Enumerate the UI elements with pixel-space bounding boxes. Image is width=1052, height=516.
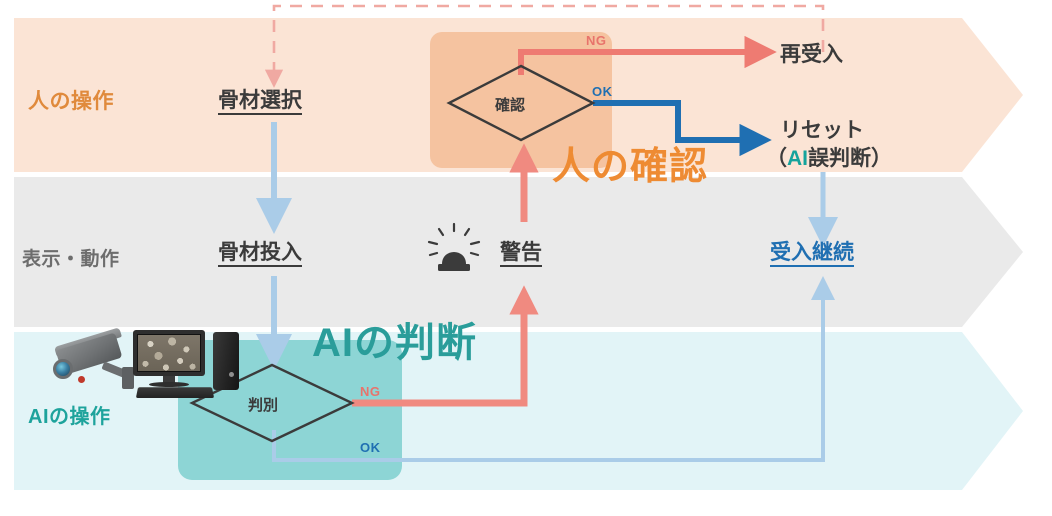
branch-label-judge-ok: OK <box>360 440 381 455</box>
pc-tower <box>213 332 239 390</box>
branch-label-confirm-ok: OK <box>592 84 613 99</box>
monitor-base <box>149 382 189 387</box>
path-confirm-ok <box>593 100 772 157</box>
desktop-computer-icon <box>133 330 243 400</box>
monitor-neck <box>163 376 175 384</box>
human-check-box <box>430 32 612 168</box>
node-aggregate-select[interactable]: 骨材選択 <box>218 89 302 116</box>
lane-label-display: 表示・動作 <box>22 249 120 270</box>
alarm-beacon-icon <box>427 222 481 271</box>
camera-mount <box>122 367 134 389</box>
reset-rest: 誤判断） <box>808 147 892 170</box>
node-reset-line2[interactable]: （AI誤判断） <box>766 146 892 172</box>
reset-ai-token: AI <box>787 147 808 170</box>
callout-human-check: 人の確認 <box>552 146 709 188</box>
lane-label-ai: AIの操作 <box>28 406 111 428</box>
monitor-bezel <box>133 330 205 376</box>
node-continue-accept[interactable]: 受入継続 <box>770 241 854 268</box>
node-reset-line1[interactable]: リセット <box>780 119 864 142</box>
node-aggregate-input[interactable]: 骨材投入 <box>218 241 302 268</box>
reset-paren-open: （ <box>766 147 787 170</box>
callout-ai-judgement: AIの判断 <box>312 321 477 365</box>
keyboard <box>135 387 215 399</box>
branch-label-confirm-ng: NG <box>586 33 607 48</box>
confirm-decision-diamond <box>446 64 596 142</box>
monitor-screen-aggregate-image <box>137 334 201 372</box>
security-camera-icon <box>40 327 140 397</box>
judge-decision-diamond <box>189 363 355 443</box>
node-re-accept[interactable]: 再受入 <box>780 43 843 66</box>
camera-led <box>78 376 85 383</box>
label-judge-diamond: 判別 <box>248 397 279 414</box>
path-ai-ng <box>352 285 539 407</box>
label-confirm-diamond: 確認 <box>495 97 526 114</box>
node-warning[interactable]: 警告 <box>500 241 542 268</box>
branch-label-judge-ng: NG <box>360 384 381 399</box>
path-ai-ok <box>272 276 835 462</box>
feedback-dashed-loop <box>264 4 825 88</box>
camera-lens <box>53 359 73 379</box>
lane-label-human: 人の操作 <box>28 90 114 113</box>
